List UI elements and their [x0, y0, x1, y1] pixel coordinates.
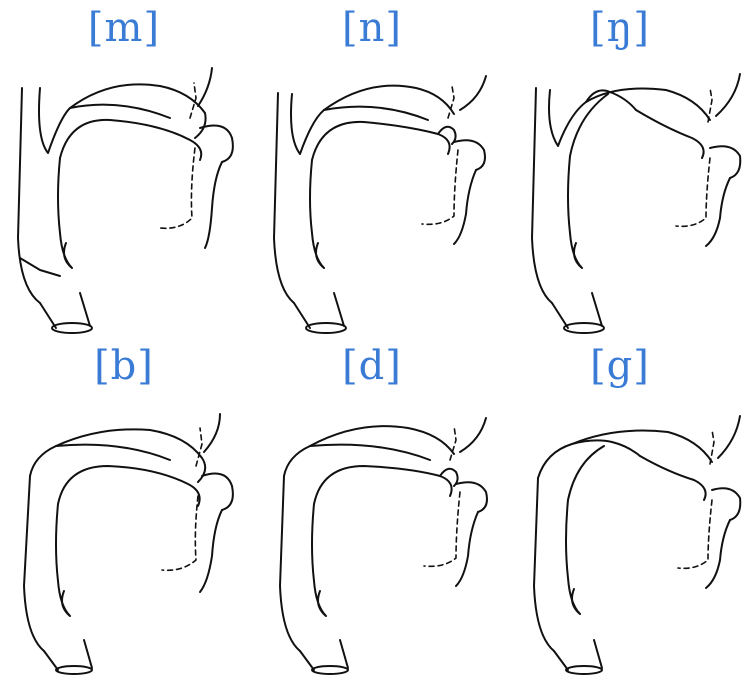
lower-teeth — [676, 158, 710, 226]
tongue — [58, 466, 200, 506]
jaw — [456, 512, 478, 586]
lips-closed — [200, 126, 233, 162]
vocal-tract-b — [0, 396, 248, 676]
pharynx-back-wall — [18, 88, 40, 303]
lower-lip — [710, 146, 740, 178]
lower-teeth — [422, 150, 458, 224]
trachea-opening — [306, 323, 346, 333]
trachea-opening — [56, 666, 92, 674]
jaw — [454, 170, 476, 244]
velum-and-palate — [39, 84, 206, 153]
upper-lip — [204, 414, 220, 452]
lips-closed — [202, 474, 233, 510]
jaw — [706, 178, 730, 246]
lower-teeth — [160, 148, 195, 228]
tongue — [570, 94, 704, 158]
panel-m: [m] — [0, 0, 248, 338]
upper-teeth — [708, 88, 712, 122]
panel-n: [n] — [248, 0, 496, 338]
upper-lip — [460, 418, 486, 452]
velum-raised — [284, 426, 454, 476]
tongue-root — [58, 158, 72, 268]
trachea-opening — [52, 323, 92, 333]
tongue-root — [566, 500, 580, 614]
tongue — [314, 466, 452, 504]
panel-g: [g] — [496, 338, 744, 676]
trachea-opening — [566, 666, 602, 674]
larynx — [20, 258, 60, 276]
tongue — [312, 122, 450, 160]
lower-lip — [456, 482, 487, 512]
phoneme-label: [b] — [0, 342, 248, 390]
tongue-root — [568, 156, 582, 268]
velar-closure — [572, 440, 640, 456]
trachea-opening — [312, 666, 348, 674]
lower-lip — [454, 140, 485, 170]
lower-teeth — [162, 496, 198, 570]
velum-and-palate — [549, 89, 710, 147]
tongue-root — [312, 504, 326, 616]
velum-raised — [538, 431, 712, 479]
vocal-tract-d — [248, 396, 496, 676]
vocal-tract-n — [248, 58, 496, 338]
pharynx-back-wall — [280, 476, 300, 651]
upper-lip — [460, 76, 486, 110]
lower-lip-and-jaw — [200, 510, 222, 592]
upper-teeth — [196, 428, 202, 466]
phoneme-label: [d] — [248, 342, 496, 390]
hard-palate — [310, 445, 430, 460]
phoneme-label: [ŋ] — [496, 4, 744, 52]
lower-lip-and-jaw — [205, 162, 222, 248]
upper-lip — [716, 74, 740, 116]
upper-lip — [718, 416, 740, 458]
hard-palate — [70, 105, 170, 118]
panel-ng: [ŋ] — [496, 0, 744, 338]
hard-palate — [56, 445, 170, 460]
phoneme-label: [m] — [0, 4, 248, 52]
tongue-root — [310, 160, 324, 268]
tongue — [60, 120, 201, 160]
upper-teeth — [710, 430, 714, 464]
pharynx-back-wall — [534, 478, 554, 651]
tongue-root — [56, 504, 70, 616]
lower-lip — [712, 488, 740, 520]
lower-teeth — [424, 492, 460, 566]
upper-lip — [198, 68, 212, 106]
phoneme-label: [n] — [248, 4, 496, 52]
velum-raised — [30, 429, 205, 482]
pharynx-back-wall — [24, 476, 44, 651]
hard-palate — [324, 107, 428, 120]
vocal-tract-ng — [496, 58, 744, 338]
panel-d: [d] — [248, 338, 496, 676]
velum-and-palate — [291, 86, 454, 154]
panel-b: [b] — [0, 338, 248, 676]
phoneme-label: [g] — [496, 342, 744, 390]
lower-teeth — [678, 500, 712, 568]
upper-teeth — [450, 426, 456, 460]
trachea-opening — [564, 323, 604, 333]
vocal-tract-m — [0, 58, 248, 338]
vocal-tract-g — [496, 396, 744, 676]
